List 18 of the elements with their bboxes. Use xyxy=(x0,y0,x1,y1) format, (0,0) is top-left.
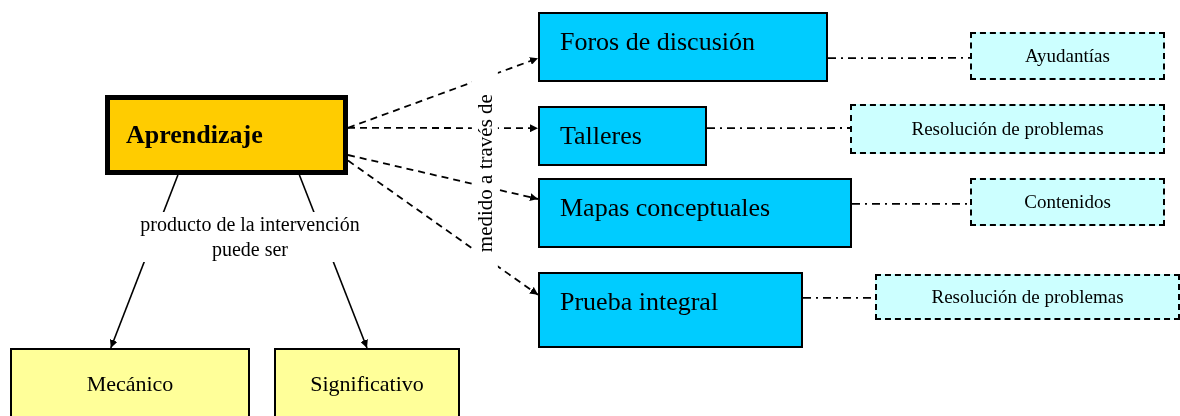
concept-box: Significativo xyxy=(274,348,460,416)
detail-box: Resolución de problemas xyxy=(850,104,1165,154)
connector-line xyxy=(827,57,971,60)
concept-box: Prueba integral xyxy=(538,272,803,348)
detail-box: Ayudantías xyxy=(970,32,1165,80)
concept-box: Aprendizaje xyxy=(105,95,348,175)
arrow xyxy=(347,154,539,202)
detail-box: Resolución de problemas xyxy=(875,274,1180,320)
arrow xyxy=(347,57,539,129)
detail-box: Contenidos xyxy=(970,178,1165,226)
connector-line xyxy=(706,127,851,130)
concept-box: Foros de discusión xyxy=(538,12,828,82)
concept-box: Mecánico xyxy=(10,348,250,416)
arrow xyxy=(347,159,539,296)
concept-box: Talleres xyxy=(538,106,707,166)
arrow xyxy=(347,124,539,133)
edge-label: producto de la intervención puede ser xyxy=(140,212,360,262)
concept-box: Mapas conceptuales xyxy=(538,178,852,248)
